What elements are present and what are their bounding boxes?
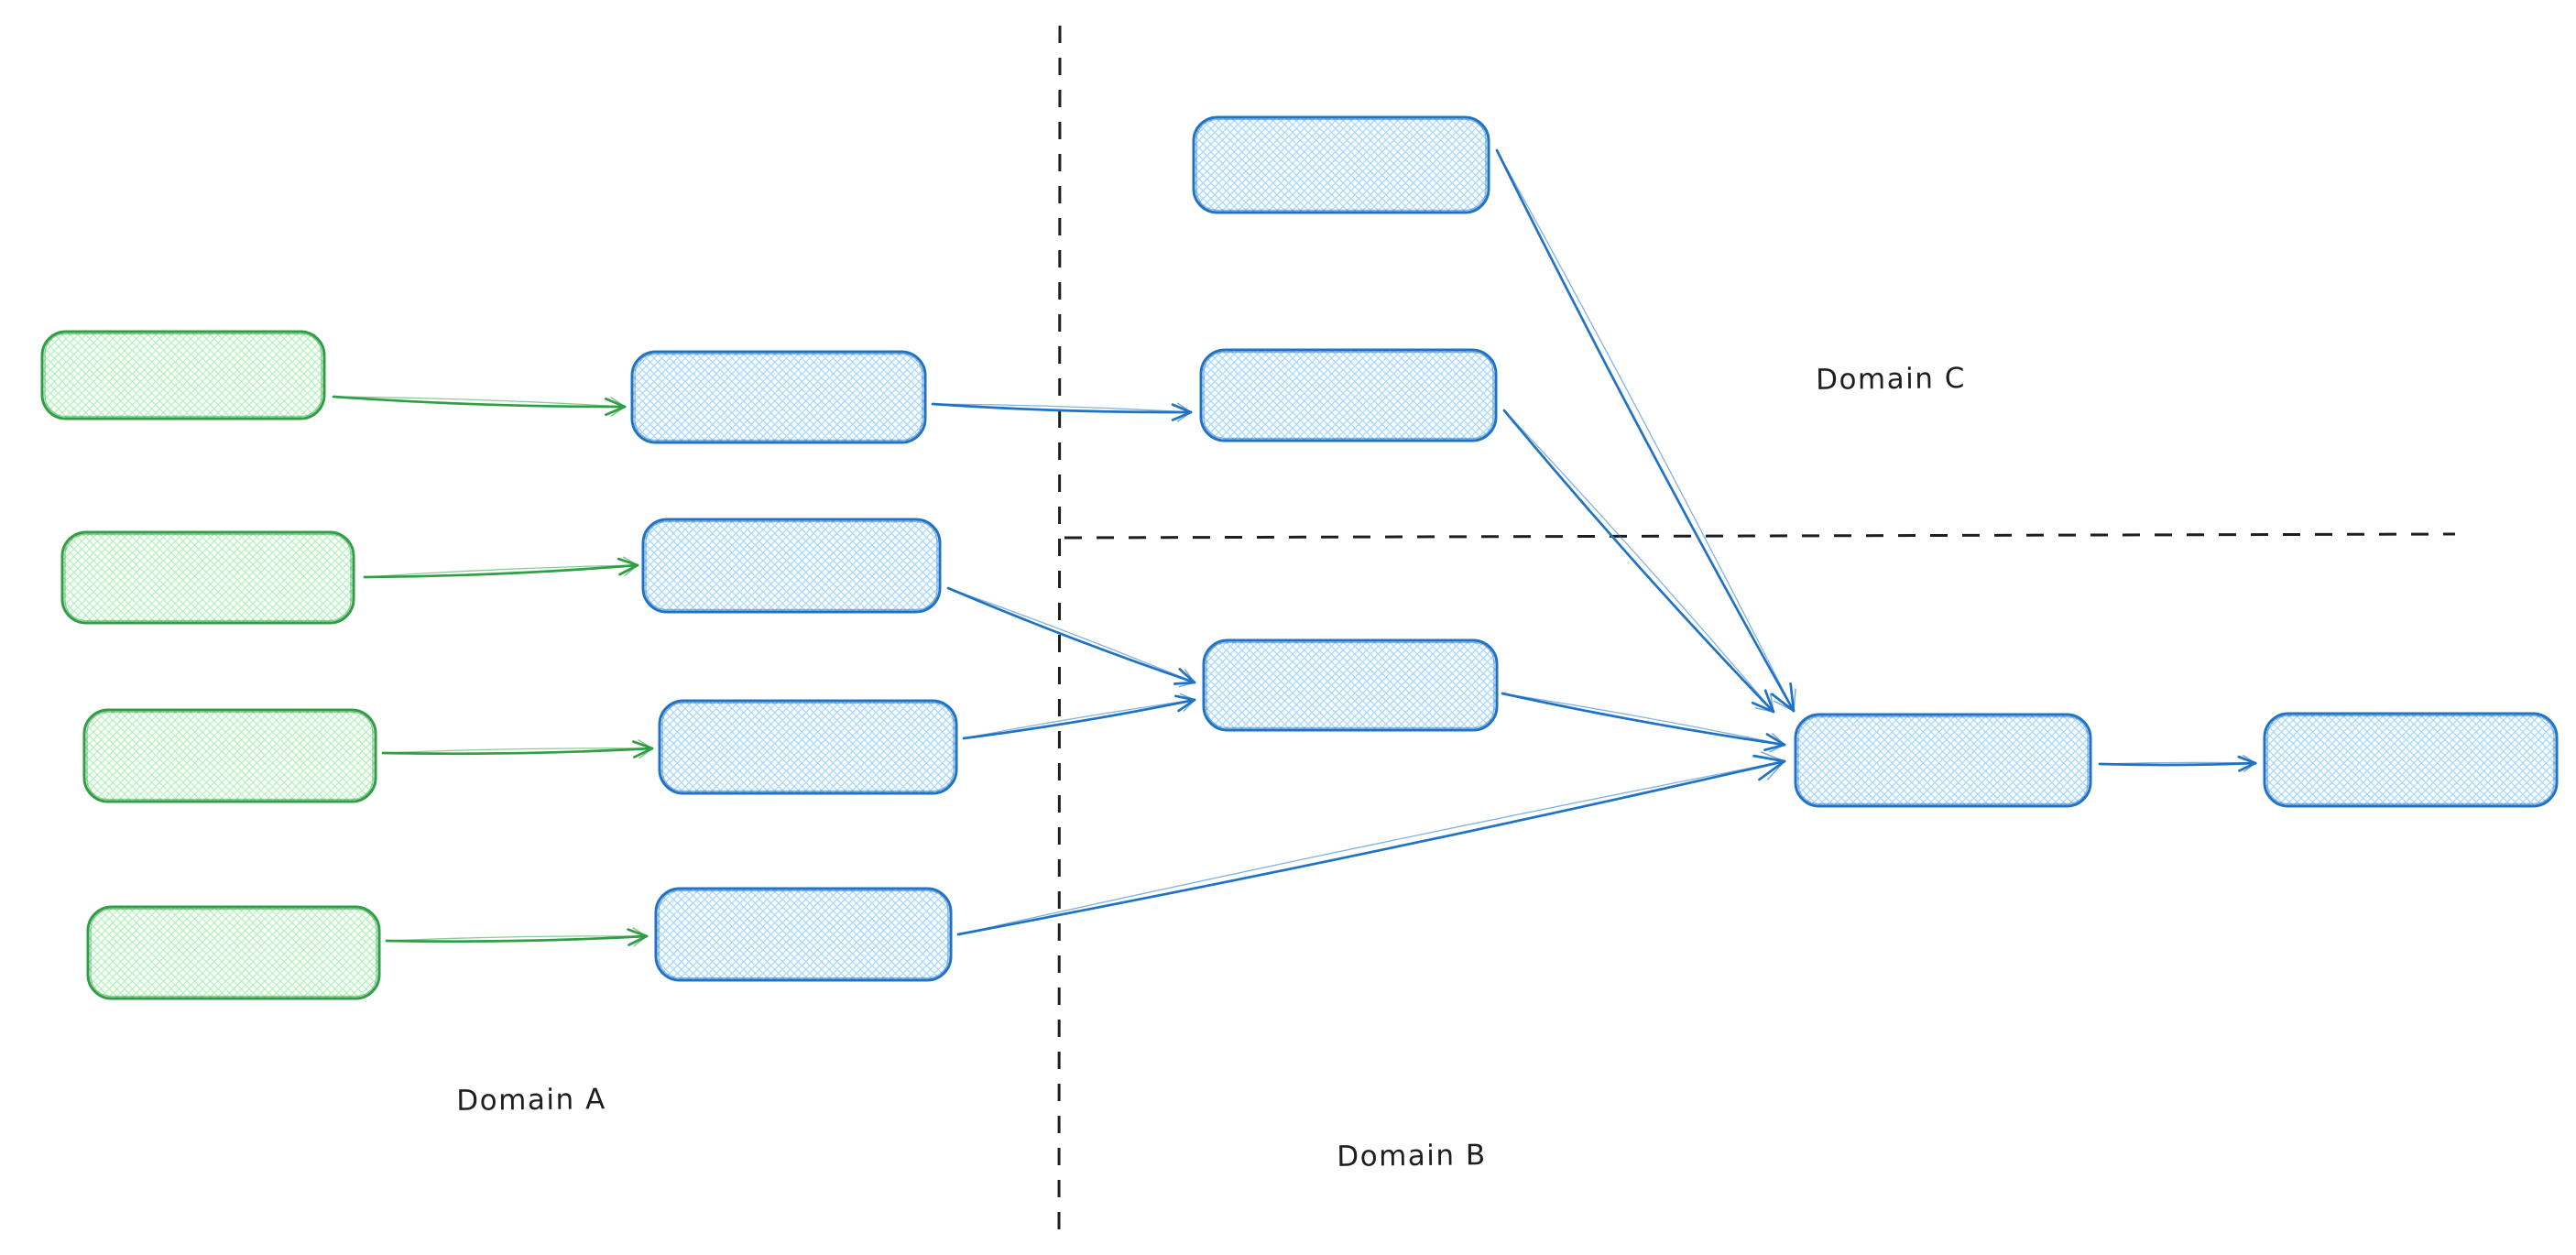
arrow-blue-a3-to-blue-b1 bbox=[962, 693, 1196, 740]
divider-vertical bbox=[1057, 25, 1062, 1234]
node-green-3 bbox=[82, 708, 377, 803]
node-blue-b1 bbox=[1202, 638, 1499, 732]
node-blue-a3 bbox=[658, 699, 958, 795]
node-blue-a2 bbox=[641, 518, 942, 614]
node-blue-c1 bbox=[1192, 115, 1490, 214]
node-blue-a4 bbox=[654, 887, 953, 982]
label-domain-a: Domain A bbox=[456, 1083, 606, 1118]
arrow-green-2-to-blue-a2 bbox=[363, 556, 639, 579]
node-blue-c2 bbox=[1199, 348, 1498, 442]
arrow-blue-c2-to-blue-b2 bbox=[1502, 409, 1775, 714]
node-blue-a1 bbox=[630, 350, 927, 444]
node-green-1 bbox=[40, 330, 326, 420]
arrow-blue-a2-to-blue-b1 bbox=[946, 586, 1196, 688]
layer-arrows bbox=[332, 148, 2257, 947]
divider-horizontal bbox=[1064, 532, 2456, 540]
label-domain-c: Domain C bbox=[1815, 362, 1967, 397]
layer-nodes bbox=[40, 115, 2559, 1000]
node-blue-b2 bbox=[1794, 713, 2092, 808]
arrow-blue-a1-to-blue-c2 bbox=[931, 402, 1193, 422]
label-domain-b: Domain B bbox=[1337, 1139, 1487, 1173]
arrow-blue-b2-to-blue-b3 bbox=[2098, 755, 2257, 773]
arrow-green-3-to-blue-a3 bbox=[381, 739, 654, 759]
node-green-2 bbox=[60, 530, 355, 625]
layer-dividers bbox=[1057, 25, 2456, 1234]
arrow-blue-b1-to-blue-b2 bbox=[1501, 692, 1786, 753]
arrow-green-1-to-blue-a1 bbox=[332, 395, 627, 417]
node-blue-b3 bbox=[2263, 712, 2559, 808]
arrow-green-4-to-blue-a4 bbox=[385, 927, 649, 947]
arrow-blue-c1-to-blue-b2 bbox=[1495, 148, 1796, 713]
arrow-blue-a4-to-blue-b2 bbox=[956, 751, 1786, 936]
node-green-4 bbox=[86, 905, 381, 1000]
